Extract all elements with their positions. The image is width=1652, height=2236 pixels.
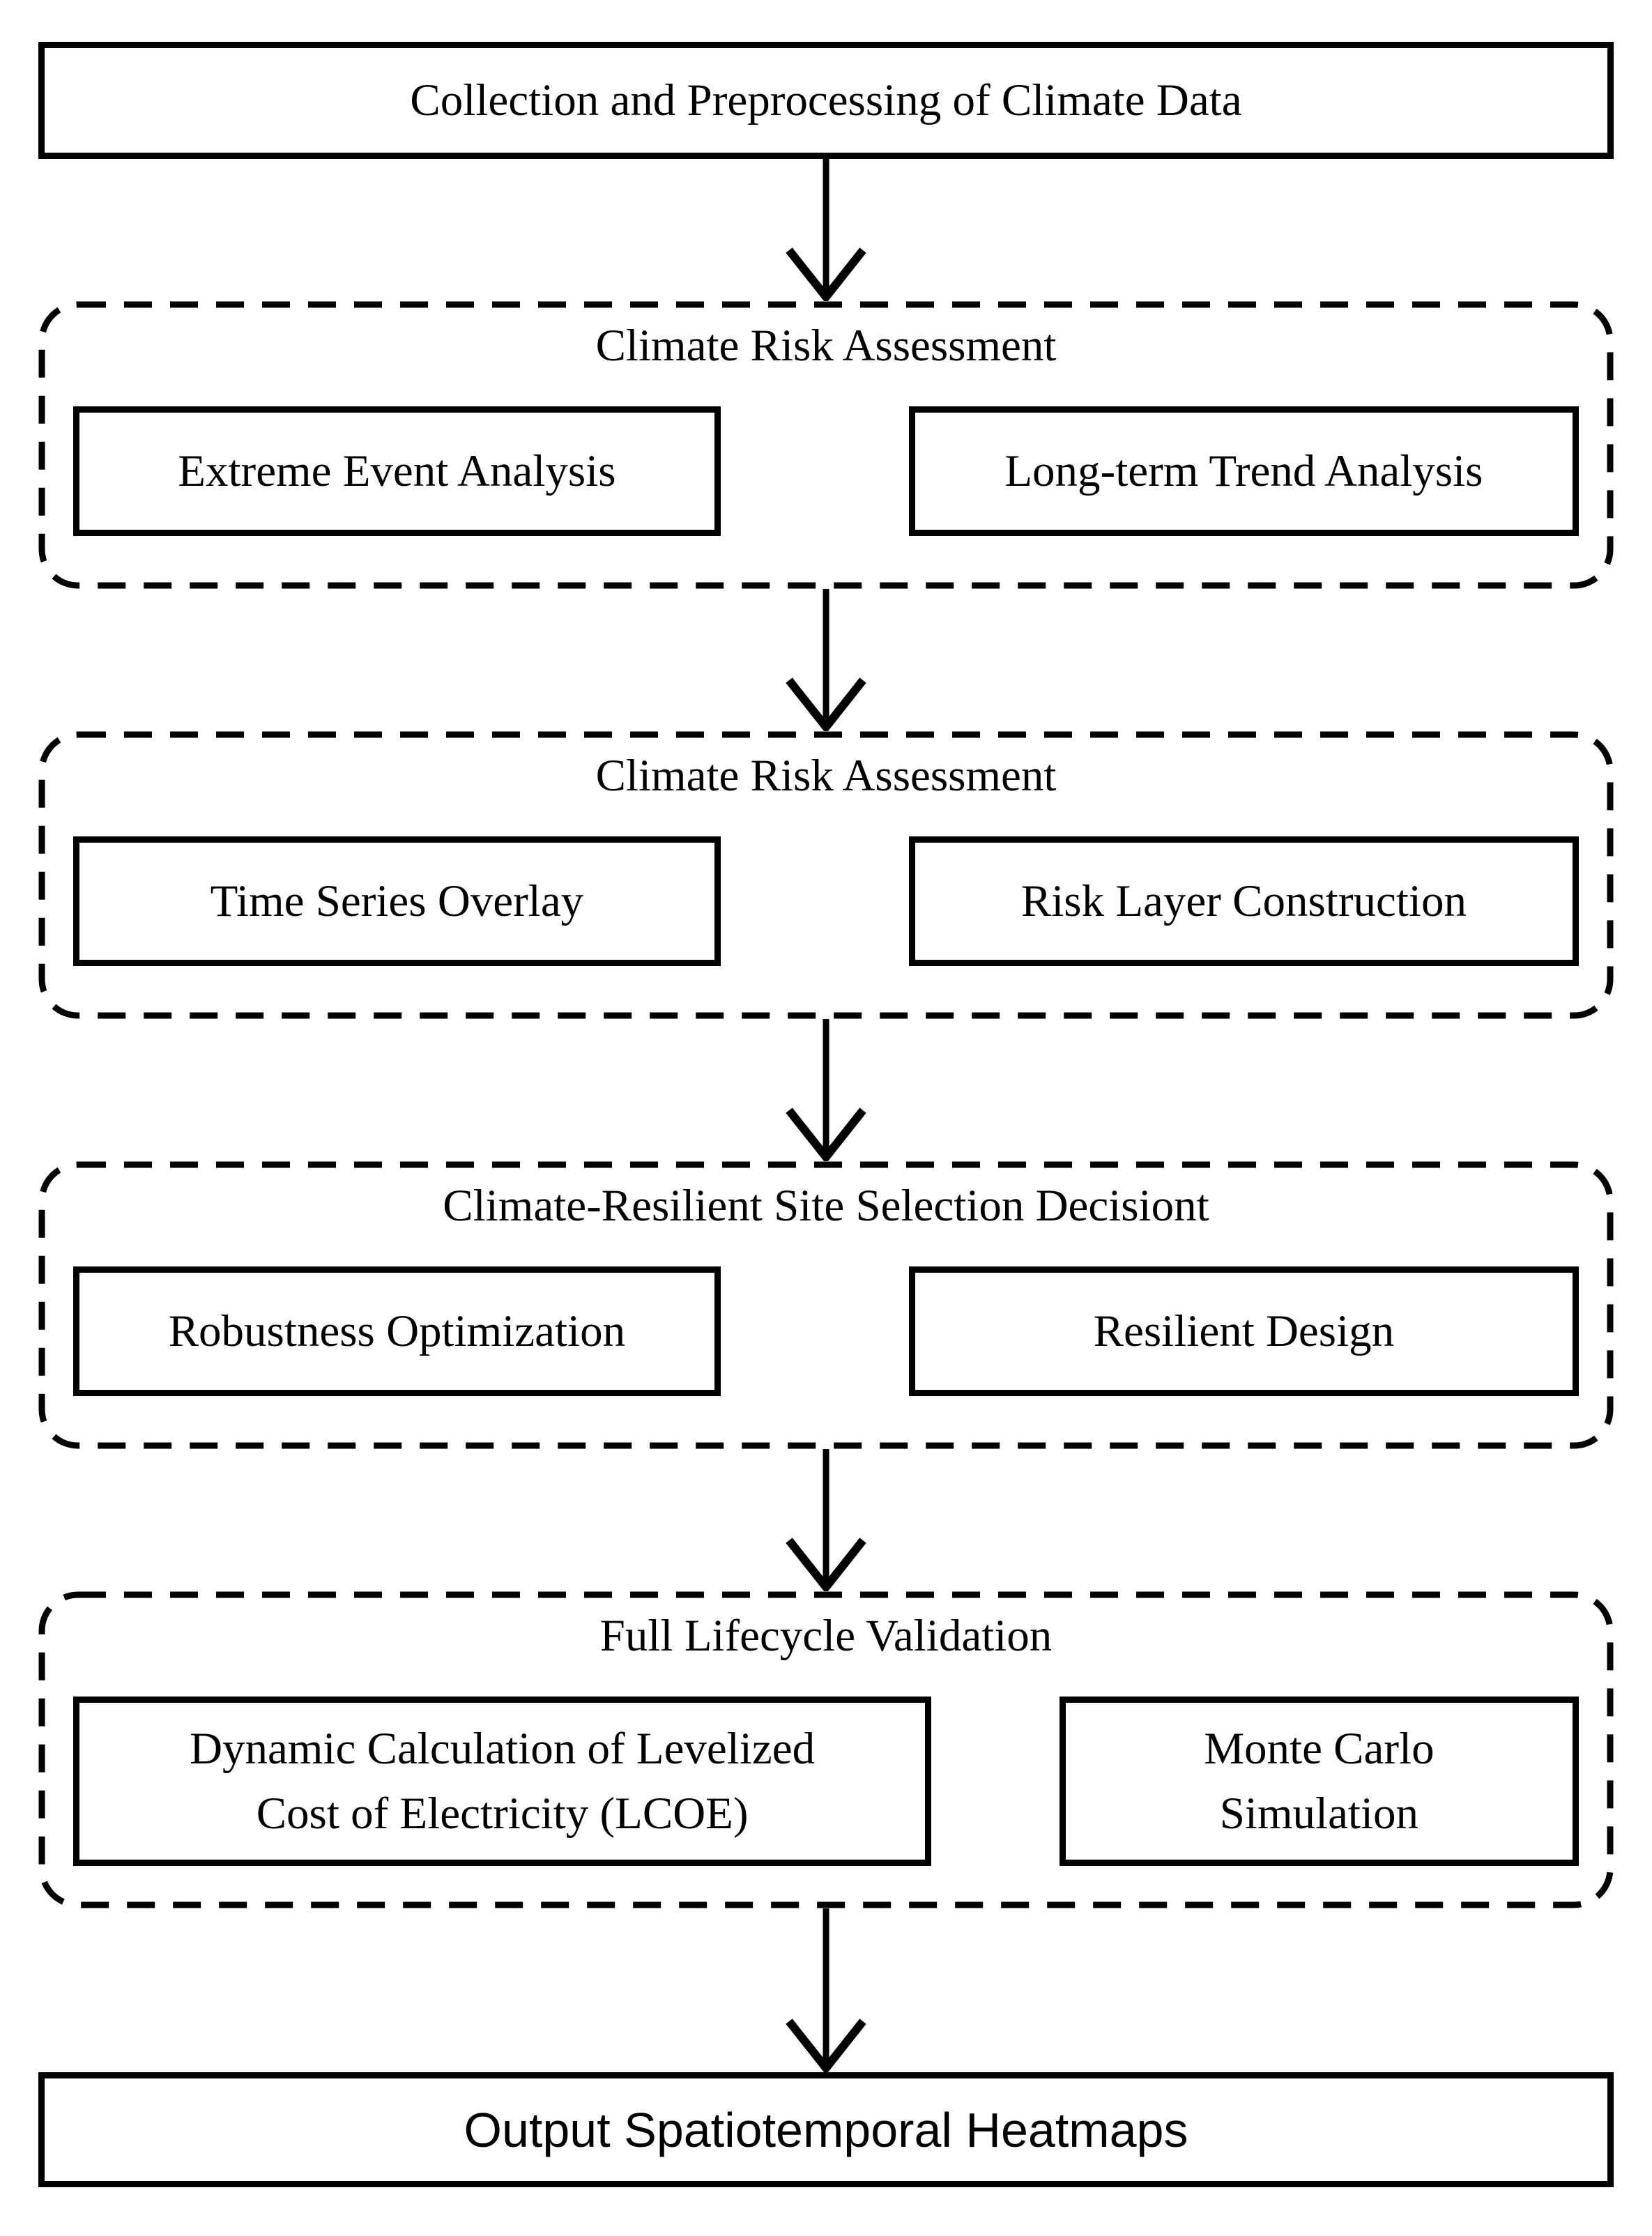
down-arrow-icon <box>786 1908 866 2072</box>
stage-2-items: Time Series Overlay Risk Layer Construct… <box>73 836 1579 967</box>
stage-4-items: Dynamic Calculation of Levelized Cost of… <box>73 1697 1579 1867</box>
stage-3-item-resilient-design: Resilient Design <box>908 1266 1579 1397</box>
stage-site-selection-decision: Climate-Resilient Site Selection Decisio… <box>38 1161 1614 1449</box>
process-box-collection: Collection and Preprocessing of Climate … <box>38 42 1614 159</box>
stage-1-item-1-label: Extreme Event Analysis <box>178 446 616 497</box>
connector-1 <box>773 159 879 301</box>
stage-climate-risk-assessment-1: Climate Risk Assessment Extreme Event An… <box>38 301 1614 589</box>
connector-4 <box>773 1449 879 1591</box>
stage-3-items: Robustness Optimization Resilient Design <box>73 1266 1579 1397</box>
stage-dashed-border <box>38 1161 1614 1449</box>
down-arrow-icon <box>786 1019 866 1161</box>
stage-full-lifecycle-validation: Full Lifecycle Validation Dynamic Calcul… <box>38 1591 1614 1908</box>
connector-2 <box>773 589 879 731</box>
down-arrow-icon <box>786 159 866 301</box>
down-arrow-icon <box>786 589 866 731</box>
output-box-label: Output Spatiotemporal Heatmaps <box>464 2102 1188 2157</box>
stage-dashed-border <box>38 301 1614 589</box>
stage-1-items: Extreme Event Analysis Long-term Trend A… <box>73 406 1579 537</box>
connector-5 <box>773 1908 879 2072</box>
stage-2-item-risk-layer-construction: Risk Layer Construction <box>908 836 1579 967</box>
stage-3-item-1-label: Robustness Optimization <box>168 1306 626 1357</box>
stage-4-item-1-label: Dynamic Calculation of Levelized Cost of… <box>190 1724 816 1839</box>
stage-2-item-1-label: Time Series Overlay <box>210 876 584 927</box>
stage-4-item-2-label: Monte Carlo Simulation <box>1204 1724 1435 1839</box>
stage-2-item-2-label: Risk Layer Construction <box>1020 876 1467 927</box>
connector-3 <box>773 1019 879 1161</box>
down-arrow-icon <box>786 1449 866 1591</box>
stage-1-title: Climate Risk Assessment <box>595 321 1057 371</box>
stage-3-title: Climate-Resilient Site Selection Decisio… <box>443 1181 1209 1231</box>
stage-1-item-extreme-event-analysis: Extreme Event Analysis <box>73 406 721 537</box>
stage-climate-risk-assessment-2: Climate Risk Assessment Time Series Over… <box>38 731 1614 1019</box>
stage-3-item-robustness-optimization: Robustness Optimization <box>73 1266 721 1397</box>
stage-4-title: Full Lifecycle Validation <box>599 1611 1053 1661</box>
stage-dashed-border <box>38 731 1614 1019</box>
stage-4-item-monte-carlo-simulation: Monte Carlo Simulation <box>1059 1697 1579 1867</box>
stage-1-item-2-label: Long-term Trend Analysis <box>1004 446 1483 497</box>
stage-2-title: Climate Risk Assessment <box>595 751 1057 801</box>
process-box-collection-label: Collection and Preprocessing of Climate … <box>410 75 1242 125</box>
stage-4-item-lcoe-calculation: Dynamic Calculation of Levelized Cost of… <box>73 1697 932 1867</box>
stage-2-item-time-series-overlay: Time Series Overlay <box>73 836 721 967</box>
output-box: Output Spatiotemporal Heatmaps <box>38 2072 1614 2187</box>
stage-1-item-long-term-trend-analysis: Long-term Trend Analysis <box>908 406 1579 537</box>
stage-3-item-2-label: Resilient Design <box>1093 1306 1395 1357</box>
stage-dashed-border <box>38 1591 1614 1908</box>
